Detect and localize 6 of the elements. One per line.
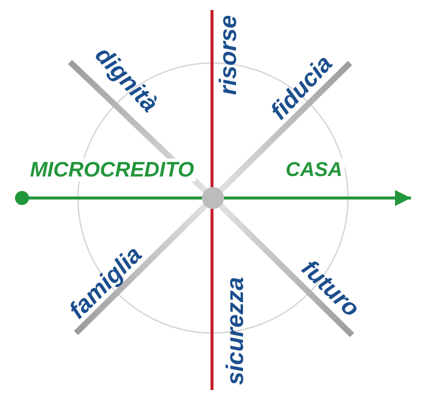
start-dot [15,191,29,205]
spoke-label: sicurezza [224,276,248,386]
connector-line [29,196,202,200]
spoke-label: risorse [217,14,241,96]
edge-label: MICROCREDITO [28,158,196,182]
arrow [224,190,411,206]
